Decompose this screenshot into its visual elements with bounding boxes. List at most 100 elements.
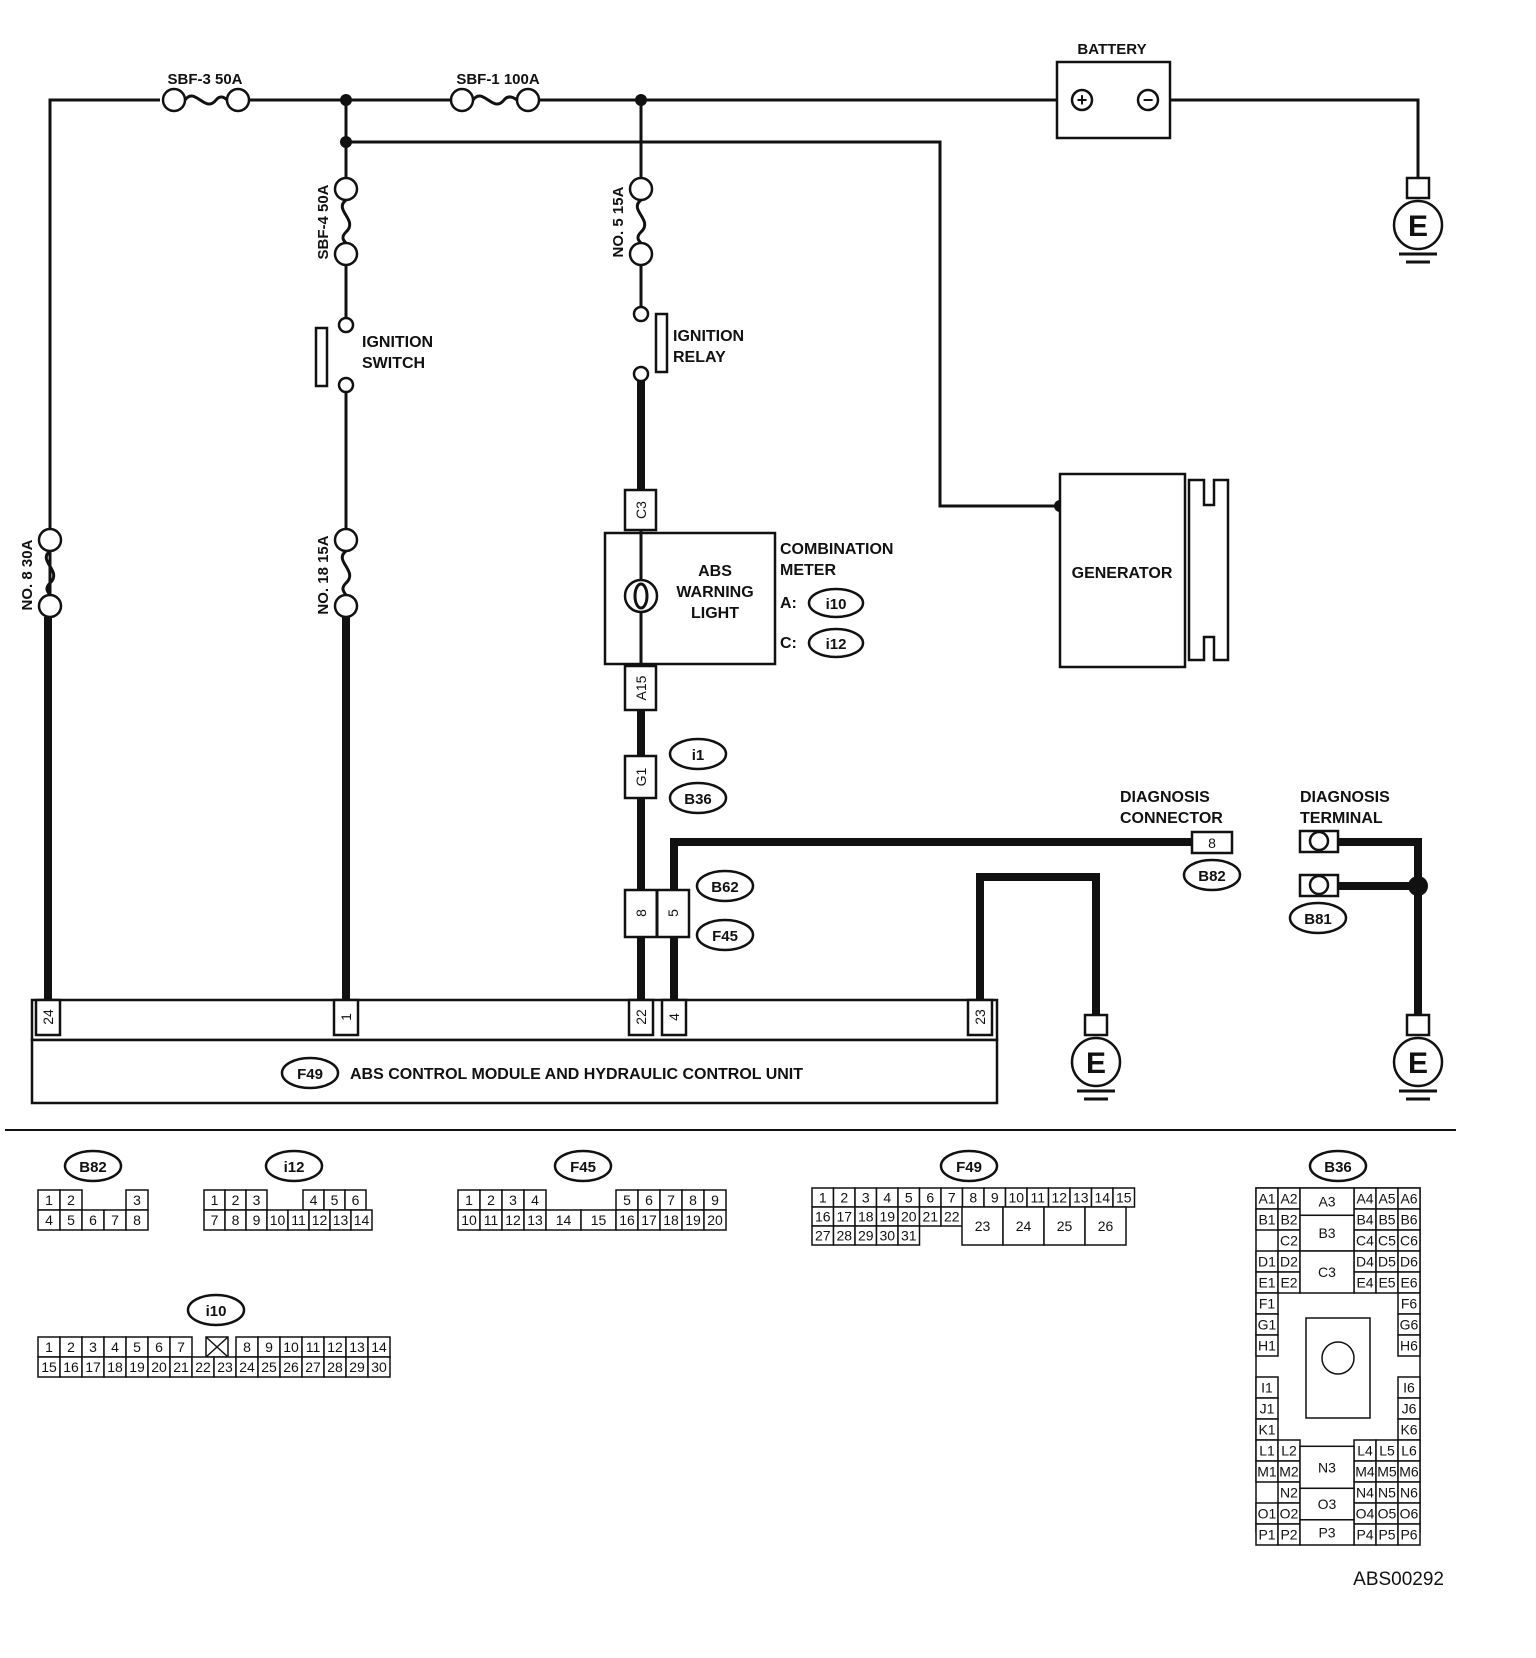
pin-cell — [125, 1209, 149, 1231]
pin-label: M2 — [1279, 1464, 1299, 1480]
pin-label: E4 — [1356, 1275, 1373, 1291]
pin-label: 1 — [211, 1192, 219, 1208]
ignition-switch-label-2: SWITCH — [362, 355, 425, 372]
pin-label: 30 — [879, 1228, 895, 1244]
pin-label: 2 — [487, 1192, 495, 1208]
pin-label: E1 — [1258, 1275, 1275, 1291]
pin-label: 7 — [211, 1212, 219, 1228]
pin-label: L1 — [1259, 1443, 1275, 1459]
fuse-no5-label: NO. 5 15A — [610, 186, 627, 257]
pin-label: 28 — [327, 1359, 343, 1375]
battery: + − BATTERY — [1055, 41, 1172, 140]
i10-view-label: i10 — [206, 1303, 227, 1320]
pin-label: E6 — [1400, 1275, 1417, 1291]
ground-module: E — [1070, 1013, 1122, 1101]
pin-label: 21 — [173, 1359, 189, 1375]
pin-cell — [703, 1209, 727, 1231]
pin-label: 12 — [327, 1339, 343, 1355]
pin-label: 7 — [948, 1190, 956, 1206]
pin-label: N5 — [1378, 1485, 1396, 1501]
diag-terminal-label-2: TERMINAL — [1300, 810, 1383, 827]
pin-label: O2 — [1280, 1506, 1299, 1522]
pin-label: 3 — [133, 1192, 141, 1208]
fuse-sbf3: SBF-3 50A — [161, 71, 251, 113]
pin-label: 2 — [232, 1192, 240, 1208]
pin-label: 13 — [1073, 1190, 1089, 1206]
pin-label: M4 — [1355, 1464, 1375, 1480]
pin-label: 1 — [465, 1192, 473, 1208]
pin-label: D1 — [1258, 1254, 1276, 1270]
ignition-switch-label-1: IGNITION — [362, 334, 433, 351]
pin-label: H6 — [1400, 1338, 1418, 1354]
pin-label: 9 — [265, 1339, 273, 1355]
pin-label: I6 — [1403, 1380, 1415, 1396]
pin-cell — [1299, 1519, 1355, 1546]
pin-label: C6 — [1400, 1233, 1418, 1249]
pin-label: 14 — [371, 1339, 387, 1355]
pin-label: 11 — [484, 1212, 499, 1228]
pin-label: O3 — [1318, 1496, 1337, 1512]
pin-label: 22 — [195, 1359, 211, 1375]
pin-label: 12 — [312, 1212, 328, 1228]
pin-label: 6 — [89, 1212, 97, 1228]
pin-cell — [350, 1209, 373, 1231]
pin-label: 3 — [862, 1190, 870, 1206]
pin-label: 8 — [133, 1212, 141, 1228]
pin-label: 25 — [1057, 1218, 1073, 1234]
diag-connector-pin: 8 — [1208, 835, 1216, 851]
pin-label: D2 — [1280, 1254, 1298, 1270]
pin-label: L4 — [1357, 1443, 1373, 1459]
pin-label: B6 — [1400, 1212, 1417, 1228]
pin-label: K1 — [1258, 1422, 1275, 1438]
b36-lock-hole-icon — [1321, 1341, 1355, 1375]
pin-label: C2 — [1280, 1233, 1298, 1249]
pin-label: K6 — [1400, 1422, 1417, 1438]
pin-label: 31 — [901, 1228, 917, 1244]
pin-label: 4 — [883, 1190, 891, 1206]
pin-label: 29 — [858, 1228, 874, 1244]
junction-dot — [340, 136, 352, 148]
power-bus-wires — [48, 94, 1420, 1000]
pin-label: B1 — [1258, 1212, 1275, 1228]
pin-label: 8 — [689, 1192, 697, 1208]
pin-cell — [367, 1356, 391, 1378]
pin-label: O6 — [1400, 1506, 1419, 1522]
pin-label: M6 — [1399, 1464, 1419, 1480]
pin-label: 10 — [270, 1212, 286, 1228]
pin-label: 24 — [1016, 1218, 1032, 1234]
pin-label: A1 — [1258, 1191, 1275, 1207]
pin-label: 4 — [45, 1212, 53, 1228]
pin-label: 25 — [261, 1359, 277, 1375]
pin-label: 17 — [836, 1209, 852, 1225]
abs-lamp-label-2: WARNING — [676, 584, 753, 601]
pin-label: 4 — [111, 1339, 119, 1355]
pin-label: 22 — [944, 1209, 960, 1225]
pin-label: L6 — [1401, 1443, 1417, 1459]
abs-lamp-label-1: ABS — [698, 563, 732, 580]
battery-label: BATTERY — [1077, 41, 1146, 58]
pin-cell — [1397, 1523, 1421, 1546]
diag-connector-label-1: DIAGNOSIS — [1120, 789, 1210, 806]
ground-diag: E — [1392, 1013, 1444, 1101]
pin-label: L5 — [1379, 1443, 1395, 1459]
pin-label: 19 — [129, 1359, 145, 1375]
fuse-sbf4: SBF-4 50A — [315, 176, 359, 267]
pin-label: 2 — [840, 1190, 848, 1206]
f49-view-label: F49 — [956, 1159, 982, 1176]
pin-label: 4 — [310, 1192, 318, 1208]
pin-label: 24 — [239, 1359, 255, 1375]
pin-label: 9 — [253, 1212, 261, 1228]
pin-label: 6 — [352, 1192, 360, 1208]
g1-pin: G1 — [633, 767, 649, 786]
fuse-no5: NO. 5 15A — [610, 176, 654, 267]
pin-label: 13 — [349, 1339, 365, 1355]
pin-label: 6 — [645, 1192, 653, 1208]
ignition-relay: IGNITION RELAY — [632, 305, 744, 383]
pin-label: B2 — [1280, 1212, 1297, 1228]
pin-label: D4 — [1356, 1254, 1374, 1270]
pin-label: C5 — [1378, 1233, 1396, 1249]
pin-label: 6 — [926, 1190, 934, 1206]
abs-lamp-label-3: LIGHT — [691, 605, 739, 622]
pin-label: 21 — [922, 1209, 938, 1225]
